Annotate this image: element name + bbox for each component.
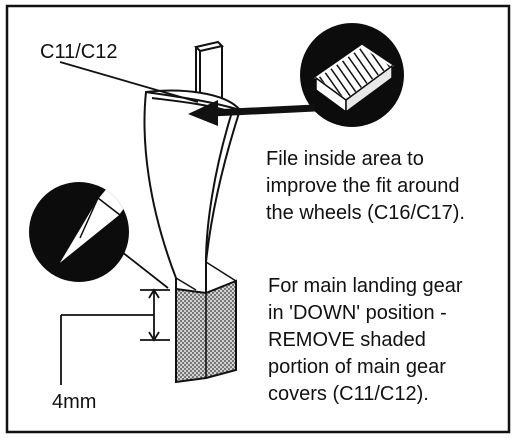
gear-cover: [143, 89, 242, 384]
remove-note-line: For main landing gear: [268, 275, 463, 297]
remove-note-line: covers (C11/C12).: [268, 383, 429, 405]
file-note: File inside area to improve the fit arou…: [266, 148, 465, 224]
dimension-marker: [60, 288, 170, 385]
knife-pointer-line: [121, 251, 169, 289]
file-note-line: File inside area to: [266, 148, 424, 170]
remove-note-line: REMOVE shaded: [268, 329, 426, 351]
file-area-arrow: [188, 100, 316, 126]
remove-note-line: portion of main gear: [268, 356, 446, 378]
gear-strut: [194, 40, 224, 100]
file-note-line: the wheels (C16/C17).: [266, 202, 465, 224]
remove-note-line: in 'DOWN' position -: [268, 302, 447, 324]
part-label-leader: [59, 61, 199, 103]
file-note-line: improve the fit around: [266, 175, 459, 197]
dimension-label: 4mm: [52, 391, 96, 413]
file-tool-icon: [300, 23, 404, 127]
part-label: C11/C12: [40, 41, 117, 63]
remove-note: For main landing gear in 'DOWN' position…: [268, 275, 463, 405]
